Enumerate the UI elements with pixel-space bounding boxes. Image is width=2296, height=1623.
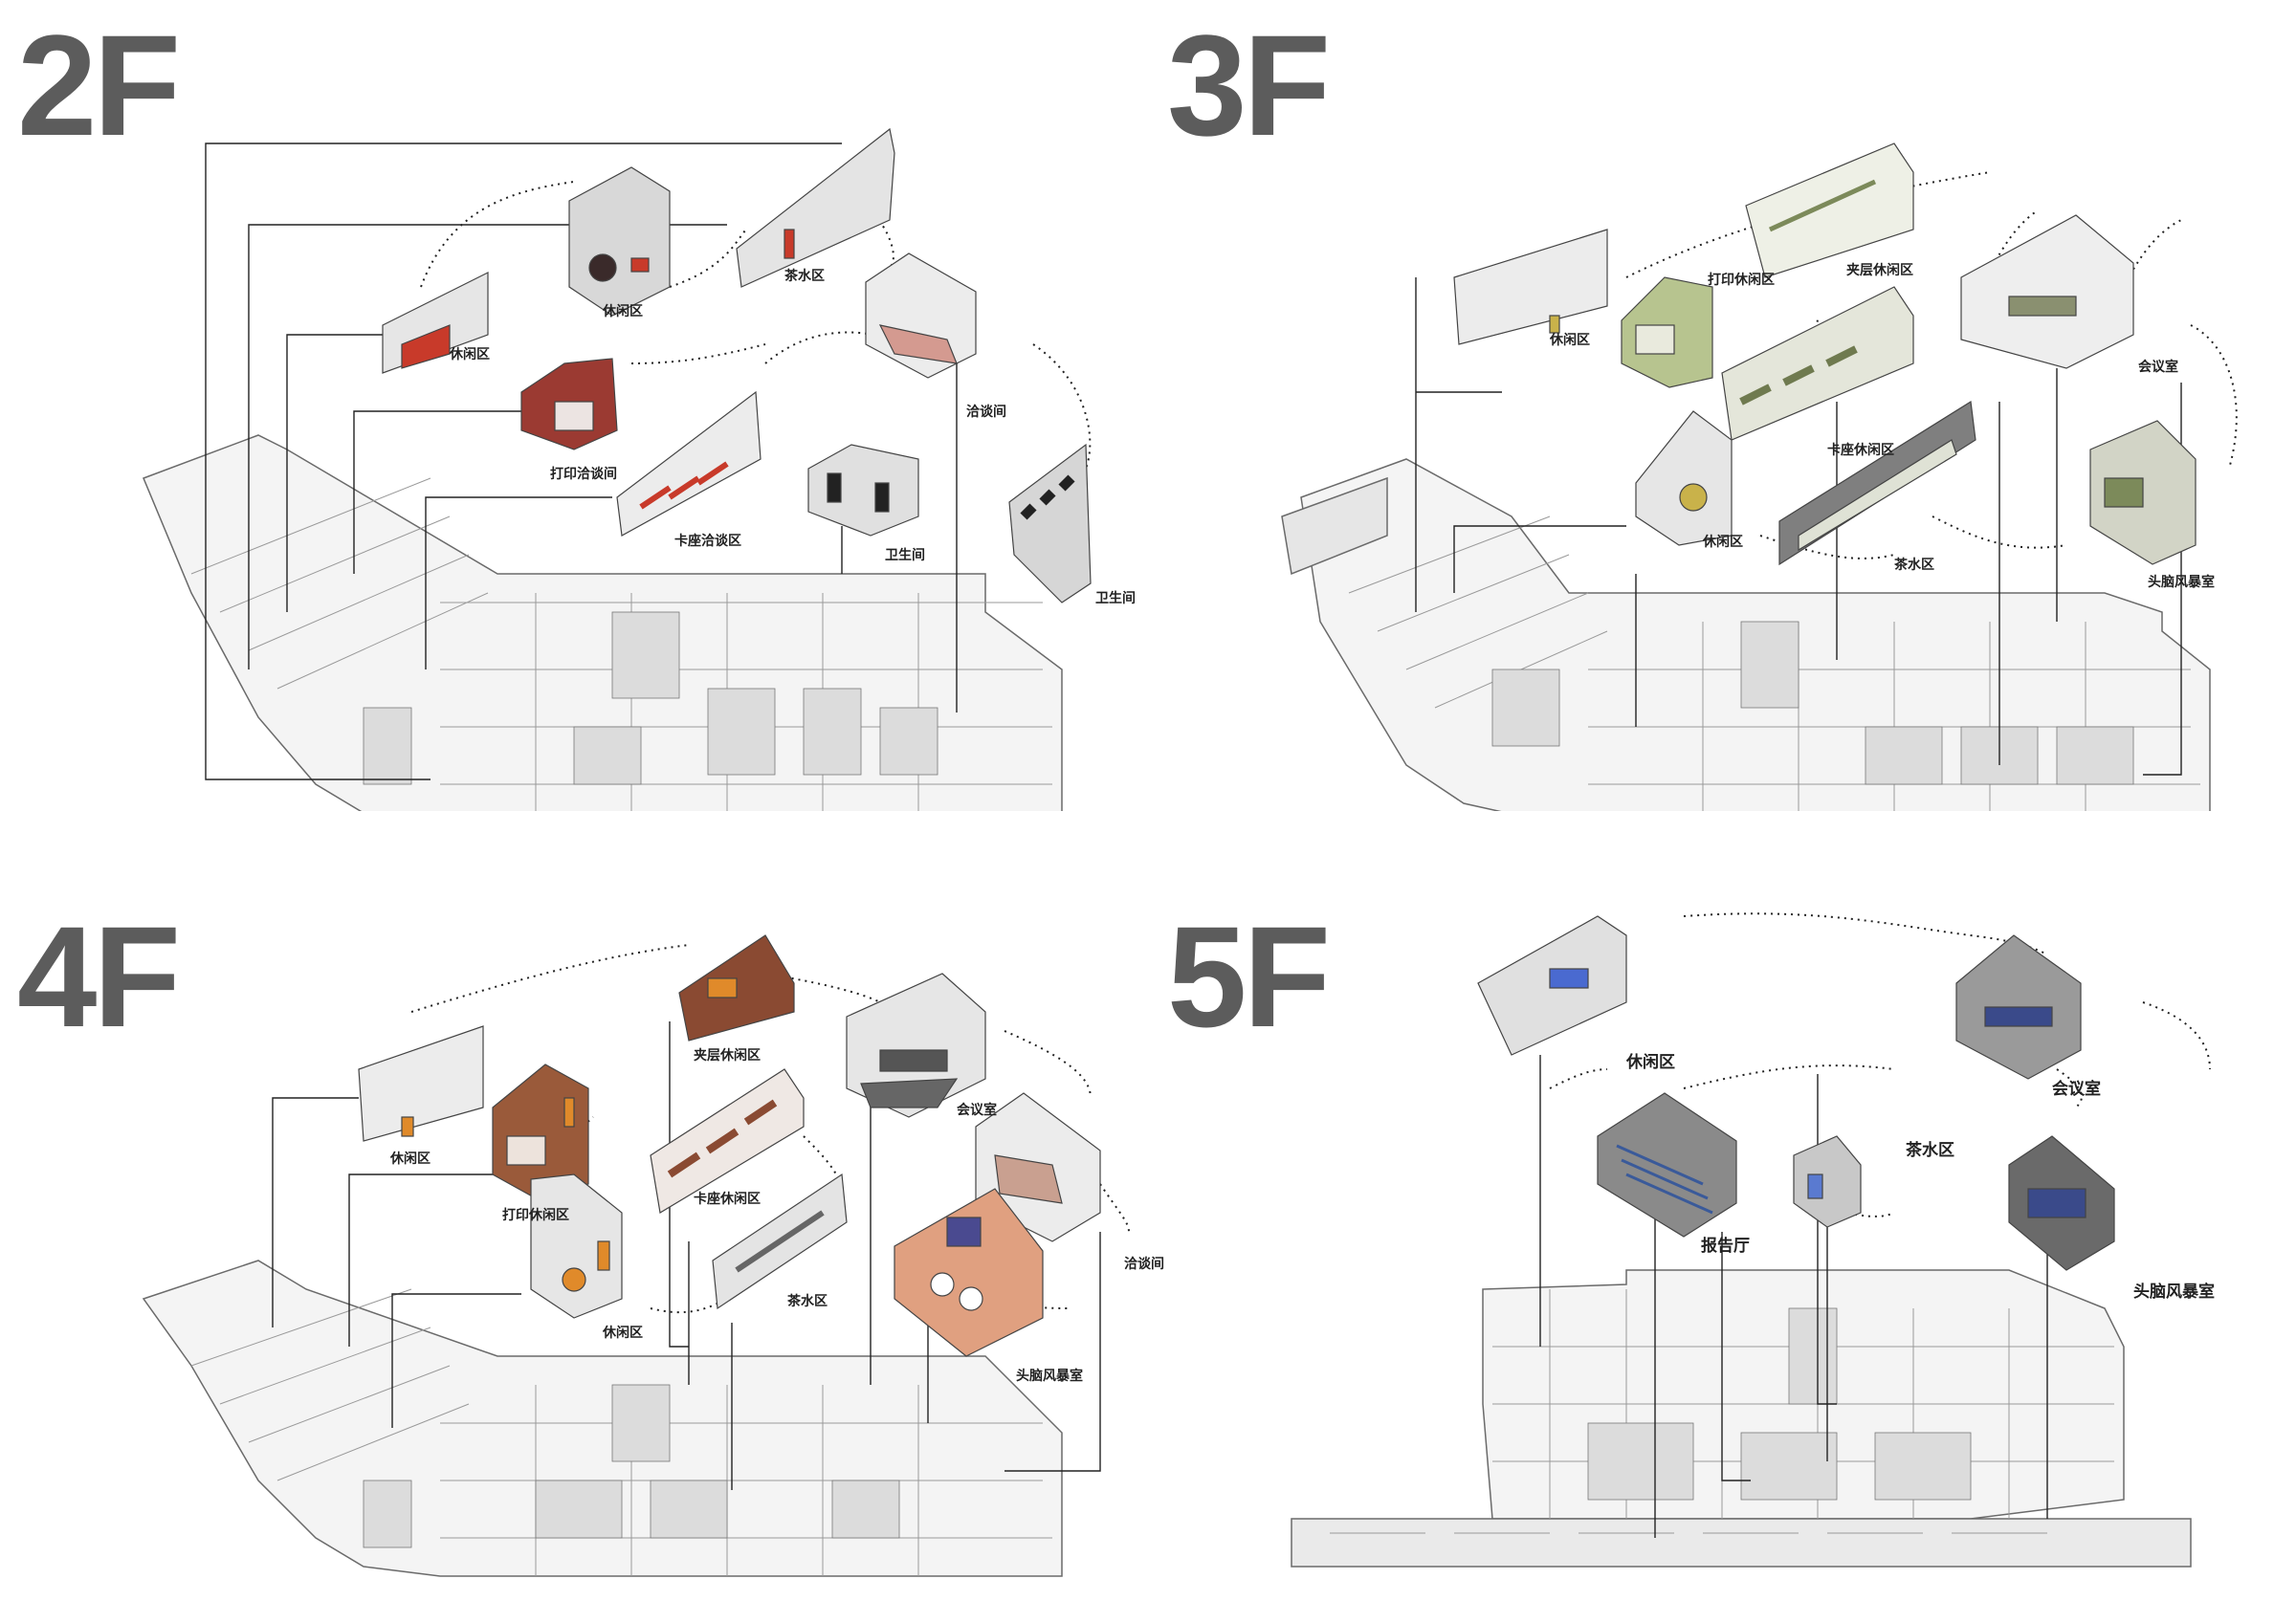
leader-lines-4f [272,1021,1101,1490]
leader-lines-2f [205,143,958,780]
room-mezzanine-4f [678,934,795,1042]
floor-2f-axonometric [143,127,1092,811]
room-booth-lounge-3f [1721,286,1914,441]
room-restroom-a-2f [807,444,919,537]
floor-title-5f: 5F [1167,896,1331,1057]
room-label-lounge-b: 休闲区 [603,304,643,319]
room-label-auditorium: 报告厅 [1701,1237,1750,1256]
floor-3f-axonometric [1281,143,2238,811]
room-label-brainstorm: 头脑风暴室 [1016,1369,1083,1384]
room-lounge-b-4f [530,1173,623,1319]
room-label-brainstorm: 头脑风暴室 [2133,1283,2215,1302]
room-label-meeting-room: 洽谈间 [1124,1257,1164,1272]
room-booth-meeting-2f [616,390,762,537]
room-brainstorm-4f [894,1188,1044,1357]
room-label-lounge-a: 休闲区 [1550,333,1590,348]
room-restroom-b-2f [1008,443,1092,603]
room-conference-4f [846,973,986,1118]
building-grid-2f [190,477,1052,811]
room-label-pantry: 茶水区 [1894,558,1934,573]
room-label-lounge-b: 休闲区 [1703,535,1743,550]
room-auditorium-5f [1597,1092,1737,1238]
room-lounge-5f [1477,915,1627,1056]
room-label-conference: 会议室 [2138,360,2178,375]
room-label-meeting-room: 洽谈间 [966,405,1006,420]
room-conference-3f [1960,214,2134,369]
floor-title-2f: 2F [17,5,181,165]
floor-title-3f: 3F [1167,5,1331,165]
floor-5f-axonometric [1291,912,2211,1568]
room-lounge-b-2f [568,166,671,317]
room-print-lounge-3f [1621,276,1713,388]
room-label-pantry: 茶水区 [787,1294,828,1309]
dotted-links-3f [1625,171,2238,559]
room-meeting-2f [865,252,977,379]
room-label-pantry: 茶水区 [1906,1141,1954,1160]
room-conference-5f [1955,934,2082,1080]
room-print-lounge-4f [492,1064,589,1199]
floor-4f-axonometric [142,934,1130,1577]
room-print-meeting-2f [520,358,618,450]
room-label-print-lounge: 打印休闲区 [1708,273,1775,288]
room-brainstorm-3f [2089,420,2197,565]
room-booth-lounge-4f [650,1068,805,1214]
room-pantry-4f [712,1173,848,1310]
room-lounge-b-3f [1635,410,1733,546]
room-pantry-5f [1793,1135,1862,1228]
desk-rows-5f [1587,1307,1972,1501]
room-label-lounge-a: 休闲区 [390,1151,430,1167]
room-label-mezzanine-lounge: 夹层休闲区 [694,1048,761,1064]
room-label-mezzanine-lounge: 夹层休闲区 [1846,263,1913,278]
room-label-booth-meeting: 卡座洽谈区 [674,534,741,549]
room-label-lounge-a: 休闲区 [450,347,490,362]
dotted-links-5f [1549,912,2211,1217]
room-pantry-2f [736,127,895,288]
room-label-print-meeting: 打印洽谈间 [550,467,617,482]
building-plan-5f [1291,1269,2192,1568]
room-label-lounge: 休闲区 [1626,1053,1675,1072]
desk-rows-2f [363,611,938,785]
room-label-restroom-b: 卫生间 [1095,591,1136,606]
floor-5f-panel: 5F [1148,811,2296,1623]
room-lounge-a-3f [1453,229,1608,345]
room-mezzanine-3f [1745,143,1914,278]
floor-3f-panel: 3F [1148,0,2296,811]
room-label-brainstorm: 头脑风暴室 [2148,575,2215,590]
floor-2f-panel: 2F [0,0,1148,811]
floor-title-4f: 4F [17,896,181,1057]
room-label-restroom-a: 卫生间 [885,548,925,563]
room-label-pantry: 茶水区 [784,269,825,284]
desk-rows-4f [363,1384,900,1548]
room-lounge-a-4f [358,1025,484,1142]
room-label-conference: 会议室 [957,1103,997,1118]
room-label-booth-lounge: 卡座休闲区 [1827,443,1894,458]
room-label-print-lounge: 打印休闲区 [502,1208,569,1223]
room-label-lounge-b: 休闲区 [603,1326,643,1341]
room-label-booth-lounge: 卡座休闲区 [694,1192,761,1207]
room-label-conference: 会议室 [2052,1080,2101,1099]
room-brainstorm-5f [2008,1135,2115,1271]
room-pantry-3f [1778,400,1976,566]
floor-4f-panel: 4F [0,811,1164,1623]
room-lounge-a-2f [382,272,489,374]
